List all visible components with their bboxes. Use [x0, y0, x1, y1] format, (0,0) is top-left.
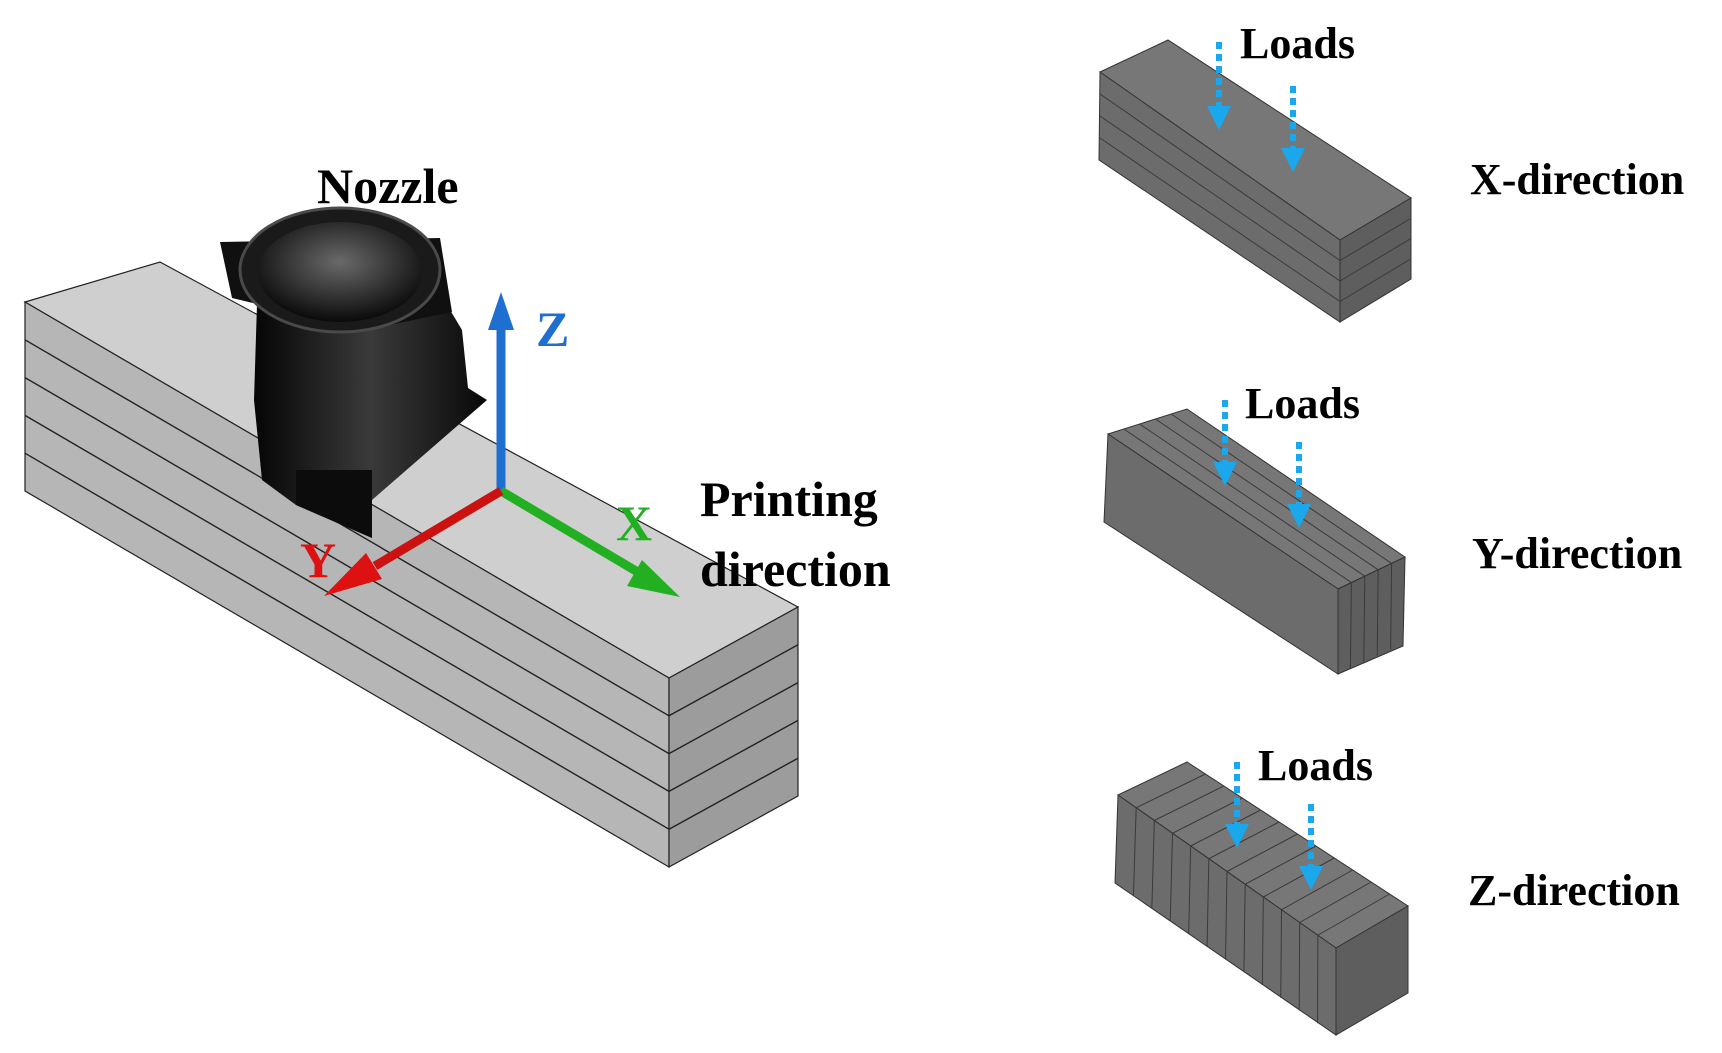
x-axis-label: X — [616, 495, 652, 551]
specimen-z-slice-line — [1172, 797, 1243, 834]
printing-direction-label-line1: Printing — [700, 471, 878, 527]
specimen-x-loads-label: Loads — [1240, 19, 1355, 68]
specimen-z-direction: Loads Z-direction — [1114, 741, 1680, 1036]
specimen-x-layer-lines — [1099, 93, 1412, 302]
specimen-y-slice-line — [1155, 418, 1379, 571]
z-axis-label: Z — [536, 301, 569, 357]
specimen-y-slice-line — [1170, 413, 1392, 564]
specimen-x-layer-line — [1099, 115, 1341, 282]
specimen-y-loads-label: Loads — [1245, 379, 1360, 428]
specimen-z-slice-line — [1225, 871, 1228, 960]
specimen-y-right — [1337, 556, 1406, 675]
specimen-z-slice-line — [1135, 773, 1206, 809]
specimen-x-direction: Loads X-direction — [1098, 19, 1684, 323]
specimen-z-loads-label: Loads — [1258, 741, 1373, 790]
specimen-z-right — [1335, 905, 1409, 1036]
specimen-z-slice-line — [1151, 820, 1155, 909]
y-axis-arrowhead — [324, 553, 382, 596]
specimen-y-slice-line — [1349, 582, 1352, 669]
specimen-y-slice-line — [1123, 428, 1352, 584]
specimen-x-layer-line — [1339, 258, 1412, 302]
specimen-z-slice-line — [1263, 857, 1335, 898]
specimen-z-slice-line — [1244, 845, 1317, 885]
block-layer-line — [668, 681, 799, 755]
nozzle — [220, 206, 487, 538]
block-layer-line — [24, 376, 670, 755]
specimen-y-slice-line — [1376, 569, 1379, 656]
printing-direction-label-line2: direction — [700, 541, 891, 597]
specimen-z-slice-line — [1226, 833, 1298, 872]
specimen-x-layer-line — [1099, 93, 1341, 261]
specimen-y-direction: Loads Y-direction — [1103, 379, 1682, 675]
z-axis-arrowhead — [488, 292, 514, 330]
specimen-z-slice-line — [1299, 881, 1372, 923]
nozzle-label: Nozzle — [317, 158, 459, 214]
specimen-z-slice-line — [1188, 845, 1192, 935]
specimen-y-slice-line — [1139, 423, 1366, 577]
y-axis-label: Y — [300, 532, 336, 588]
block-right-face — [668, 605, 799, 869]
block-layer-line — [668, 644, 799, 717]
specimen-z-slice-line — [1206, 858, 1210, 947]
block-layer-line — [24, 414, 670, 793]
specimen-z-slice-line — [1280, 909, 1282, 998]
specimen-y-slice-line — [1363, 576, 1366, 663]
specimen-z-direction-label: Z-direction — [1468, 866, 1680, 915]
specimen-z-layer-lines — [1132, 773, 1390, 1024]
specimen-y-layer-lines — [1123, 413, 1393, 669]
x-axis-line — [498, 487, 639, 575]
specimen-z-slice-line — [1243, 884, 1246, 973]
block-layer-line — [668, 757, 799, 830]
y-axis-line — [372, 487, 504, 570]
specimen-z-slice-line — [1317, 893, 1390, 936]
specimen-x-layer-line — [1099, 137, 1341, 302]
specimen-x-direction-label: X-direction — [1470, 155, 1684, 204]
block-layer-line — [24, 452, 670, 830]
specimen-z-slice-line — [1132, 807, 1137, 896]
specimen-y-direction-label: Y-direction — [1472, 529, 1682, 578]
layer-lines — [24, 339, 799, 830]
specimen-z-slice-line — [1298, 922, 1301, 1011]
specimen-z-slice-line — [1169, 833, 1173, 922]
nozzle-foot — [296, 470, 372, 538]
block-layer-line — [668, 719, 799, 793]
specimen-x-layer-line — [1339, 238, 1412, 282]
block-layer-line — [24, 339, 670, 717]
axes: Z X Y — [300, 292, 680, 597]
x-axis-arrowhead — [627, 560, 680, 597]
nozzle-cup-inner — [258, 222, 422, 322]
specimen-y-slice-line — [1390, 563, 1393, 650]
specimen-z-slice-line — [1154, 785, 1225, 821]
specimen-x-layer-line — [1339, 217, 1412, 261]
specimen-z-slice-line — [1261, 896, 1264, 986]
